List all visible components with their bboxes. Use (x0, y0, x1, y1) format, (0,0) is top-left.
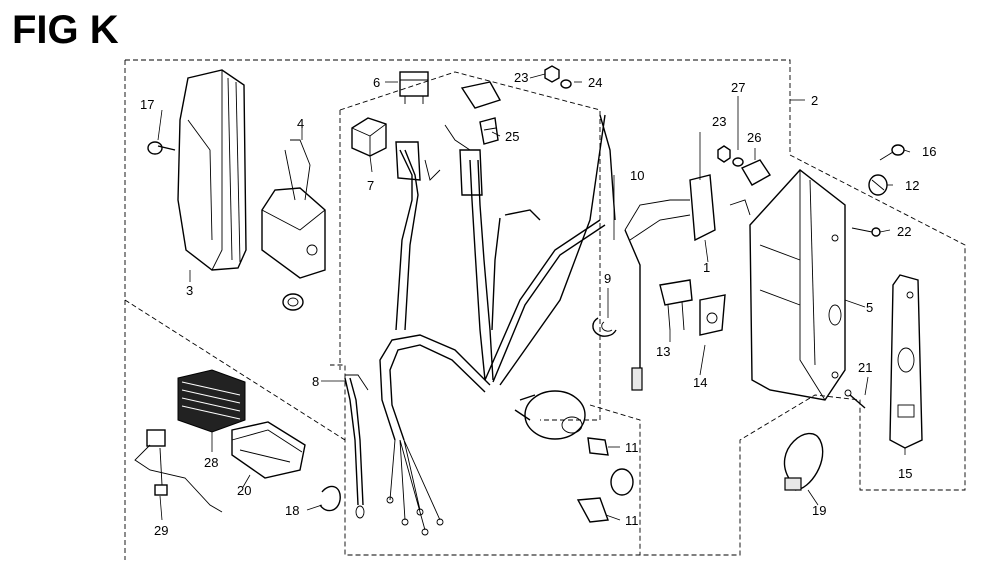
callout-labels: 1 2 3 4 5 6 7 8 9 10 11 11 12 13 14 15 1… (140, 70, 936, 538)
callout-23-right: 23 (712, 114, 726, 129)
part-6-relay (399, 71, 429, 104)
callout-17: 17 (140, 97, 154, 112)
callout-28: 28 (204, 455, 218, 470)
callout-20: 20 (237, 483, 251, 498)
callout-24: 24 (588, 75, 602, 90)
callout-13: 13 (656, 344, 670, 359)
part-13-14 (659, 279, 726, 336)
callout-15: 15 (898, 466, 912, 481)
grommet (282, 293, 304, 311)
part-17-bolt (147, 141, 176, 155)
callout-1: 1 (703, 260, 710, 275)
figure-title: FIG K (12, 8, 119, 52)
part-4-bracket (261, 139, 326, 279)
callout-27: 27 (731, 80, 745, 95)
part-21-bolt (844, 389, 866, 409)
callout-11-lower: 11 (625, 513, 639, 528)
part-29-wire (134, 429, 223, 513)
part-1-switch (624, 174, 716, 242)
part-20-cover (231, 421, 306, 479)
part-7-cap (351, 117, 387, 157)
part-5-panel (749, 169, 846, 401)
callout-2: 2 (811, 93, 818, 108)
part-12-16 (868, 144, 905, 196)
callout-4: 4 (297, 116, 304, 131)
callout-23-top: 23 (514, 70, 528, 85)
callout-10: 10 (630, 168, 644, 183)
callout-26: 26 (747, 130, 761, 145)
callout-7: 7 (367, 178, 374, 193)
callout-12: 12 (905, 178, 919, 193)
callout-5: 5 (866, 300, 873, 315)
callout-22: 22 (897, 224, 911, 239)
ignition-switch (514, 390, 634, 523)
callout-18: 18 (285, 503, 299, 518)
callout-6: 6 (373, 75, 380, 90)
wire-harness (379, 114, 643, 536)
part-8-rod (344, 374, 369, 519)
callout-14: 14 (693, 375, 707, 390)
callout-25: 25 (505, 129, 519, 144)
callout-3: 3 (186, 283, 193, 298)
callout-16: 16 (922, 144, 936, 159)
part-28-regulator (177, 369, 246, 433)
callout-8: 8 (312, 374, 319, 389)
part-15-plate (889, 274, 923, 449)
part-3-cover (177, 69, 247, 271)
callout-9: 9 (604, 271, 611, 286)
part-26-bracket (729, 159, 772, 216)
part-19-band (783, 433, 824, 491)
callout-21: 21 (858, 360, 872, 375)
part-18-clip (319, 485, 341, 512)
part-23-24-nuts (544, 65, 744, 167)
callout-19: 19 (812, 503, 826, 518)
part-9-clip (592, 317, 617, 337)
part-25-fuse (460, 81, 502, 145)
callout-29: 29 (154, 523, 168, 538)
part-22-screw (851, 227, 881, 237)
callout-11-upper: 11 (625, 440, 639, 455)
leader-lines (157, 73, 911, 521)
